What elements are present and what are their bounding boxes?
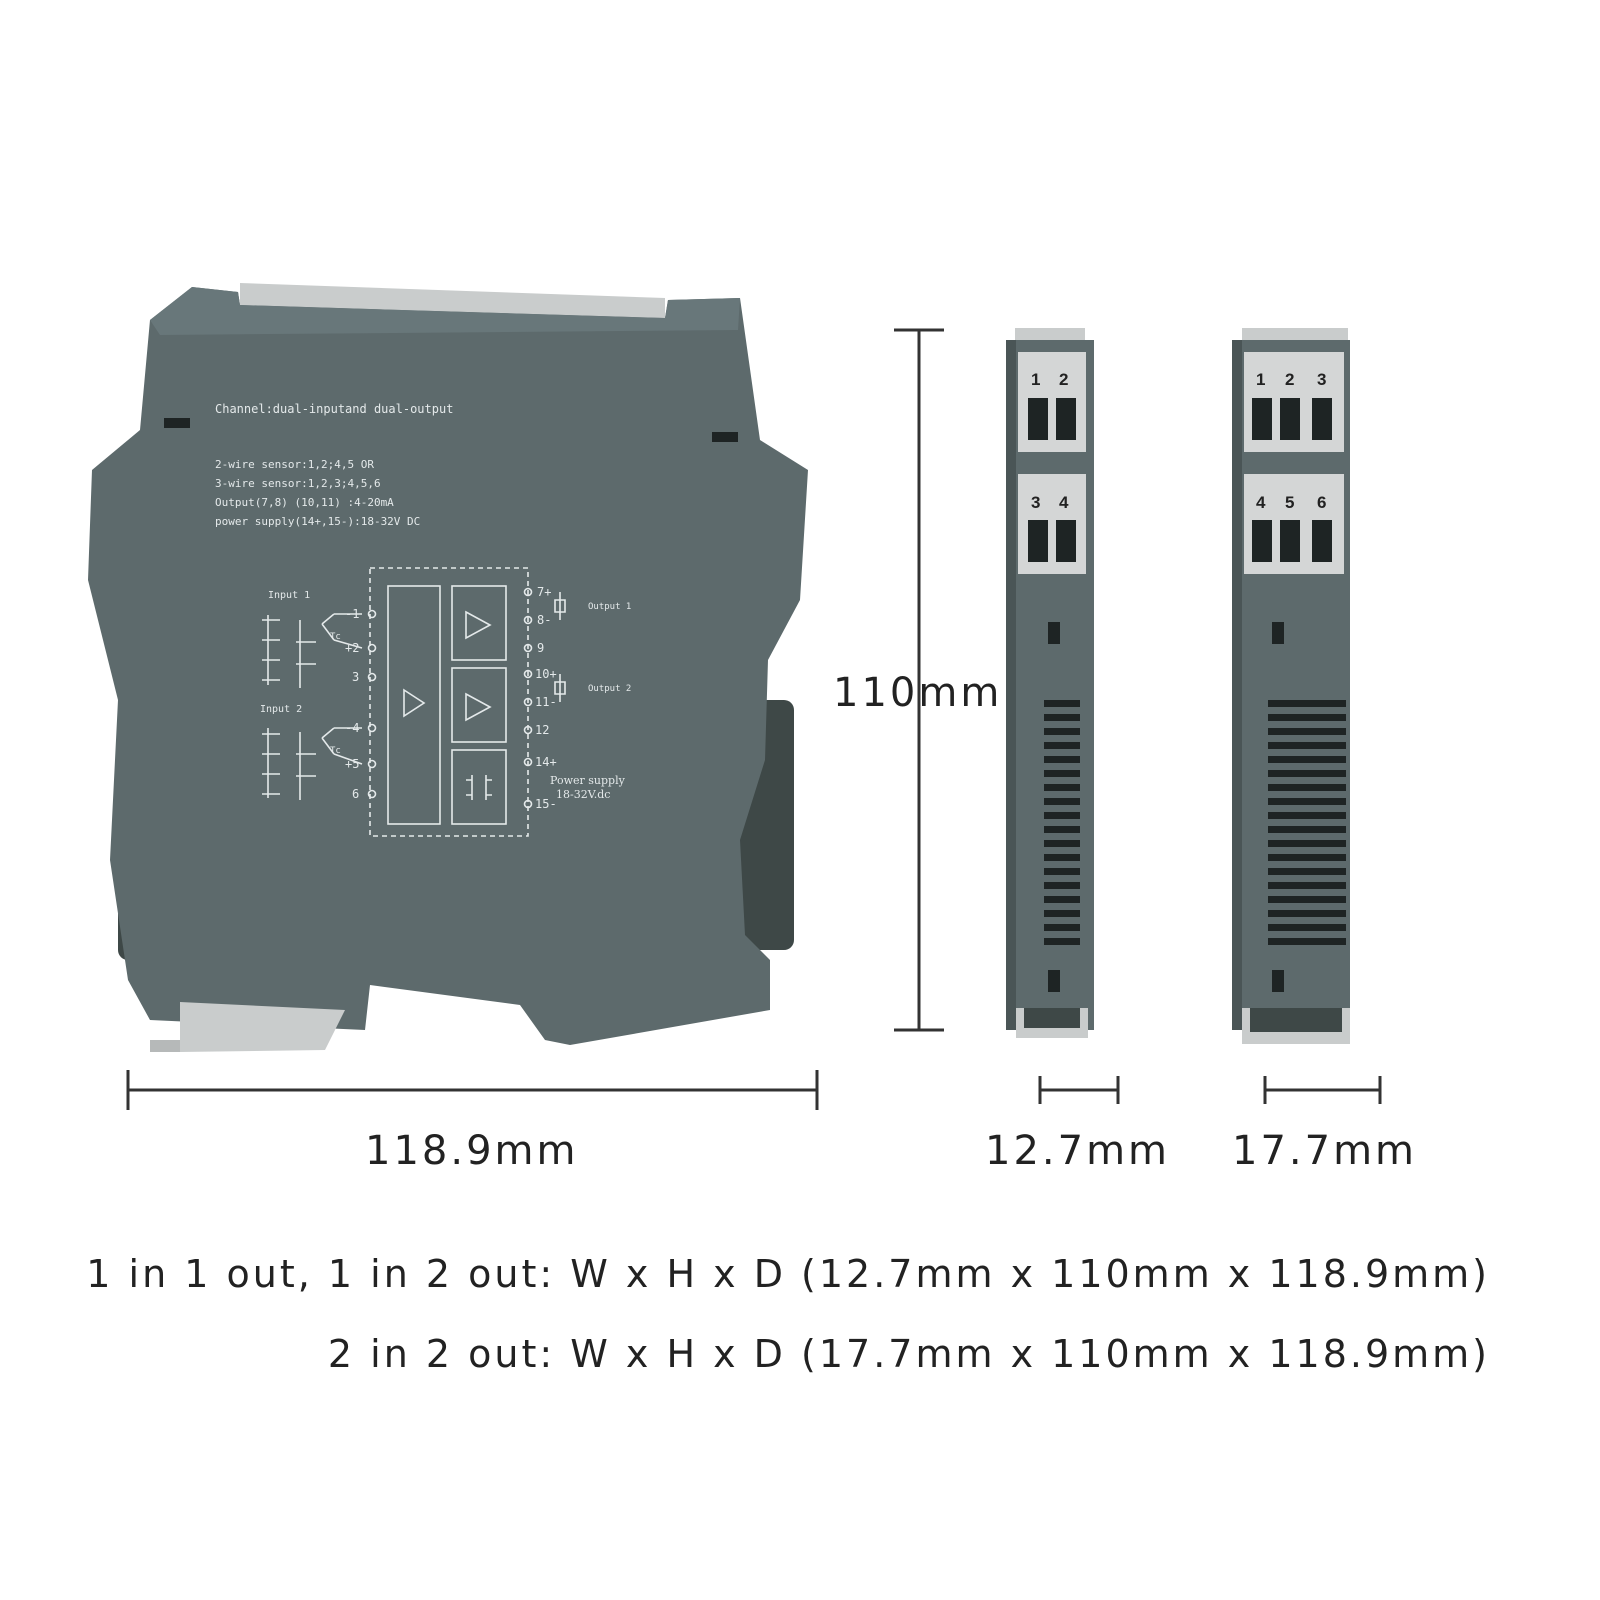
wide-terminal-5: 5 [1285,493,1294,512]
narrow-vent-slots [1044,700,1080,945]
narrow-terminal-4: 4 [1059,493,1069,512]
narrow-terminal-3: 3 [1031,493,1040,512]
wide-terminal-6: 6 [1317,493,1326,512]
height-dim-label: 110mm [833,670,1003,716]
narrow-terminal-2: 2 [1059,370,1068,389]
diagram-dashed-box [369,567,529,837]
caption-line-1: 1 in 1 out, 1 in 2 out: W x H x D (12.7m… [86,1252,1490,1296]
left-terminal-2: +2 [345,641,360,655]
din-rail-clip [180,1002,345,1052]
right-terminal-9: 9 [537,641,545,655]
output1-amp-block [451,585,507,661]
caption-line-2: 2 in 2 out: W x H x D (17.7mm x 110mm x … [327,1332,1490,1376]
module-housing [88,287,808,1045]
power-label-1: Power supply [550,774,625,787]
narrow-terminal-1: 1 [1031,370,1040,389]
latch-slot-left [164,418,190,428]
input-amp-block [387,585,441,825]
spec-line-1: 2-wire sensor:1,2;4,5 OR [215,458,374,471]
tc-label-2: Tc [330,746,341,756]
latch-slot-right [712,432,738,442]
right-terminal-15: 15- [535,797,557,811]
narrow-led-window [1048,622,1060,644]
wide-width-dim-label: 17.7mm [1232,1128,1417,1174]
power-block [451,749,507,825]
wide-terminal-2: 2 [1285,370,1294,389]
input1-label: Input 1 [268,590,311,601]
output2-amp-block [451,667,507,743]
wide-led-window [1272,622,1284,644]
wide-vent-slots [1268,700,1346,945]
wiring-diagram [262,567,566,837]
spec-line-4: power supply(14+,15-):18-32V DC [215,515,421,528]
depth-dim-label: 118.9mm [365,1128,579,1174]
top-rail-clip [240,283,665,318]
right-terminal-10: 10+ [535,667,557,681]
channel-label: Channel:dual-inputand dual-output [215,402,454,416]
right-terminal-7: 7+ [537,585,552,599]
input2-label: Input 2 [260,704,303,715]
narrow-width-dim-label: 12.7mm [985,1128,1170,1174]
left-terminal-5: +5 [345,757,360,771]
spec-line-3: Output(7,8) (10,11) :4-20mA [215,496,394,509]
right-terminal-8: 8- [537,613,552,627]
wide-terminal-4: 4 [1256,493,1266,512]
output2-label: Output 2 [588,684,632,694]
left-terminal-1: -1 [345,607,360,621]
wide-terminal-3: 3 [1317,370,1326,389]
output1-label: Output 1 [588,602,632,612]
left-terminal-3: 3 [352,670,360,684]
right-terminal-11: 11- [535,695,557,709]
left-terminal-4: -4 [345,721,360,735]
spec-line-2: 3-wire sensor:1,2,3;4,5,6 [215,477,381,490]
left-terminal-6: 6 [352,787,360,801]
tc-label-1: Tc [330,632,341,642]
right-terminal-14: 14+ [535,755,557,769]
right-terminal-12: 12 [535,723,550,737]
wide-terminal-1: 1 [1256,370,1265,389]
power-label-2: 18-32V.dc [556,788,611,801]
